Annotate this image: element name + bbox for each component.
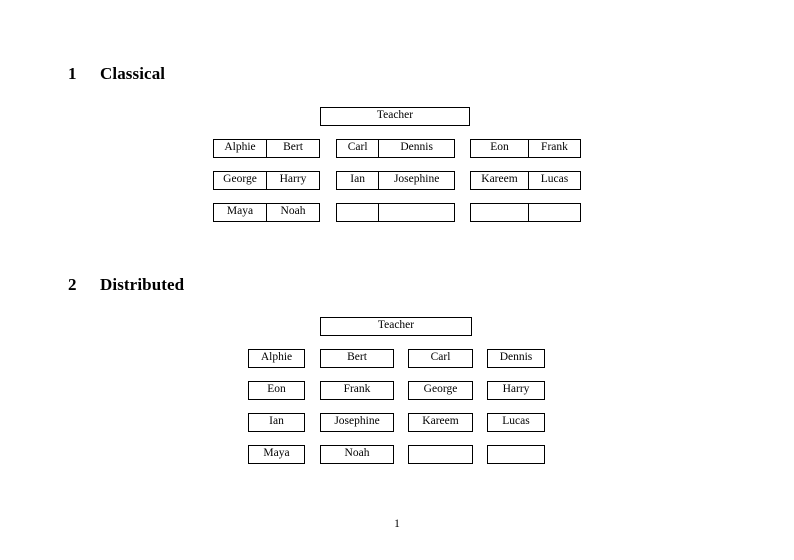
student-cell: George xyxy=(423,383,458,396)
distributed-node-box[interactable]: Alphie xyxy=(248,349,305,368)
distributed-node-box-empty[interactable] xyxy=(487,445,545,464)
student-cell: Noah xyxy=(344,447,370,460)
student-cell: Lucas xyxy=(502,415,530,428)
distributed-node-box[interactable]: Bert xyxy=(320,349,394,368)
classical-group-box[interactable]: Ian Josephine xyxy=(336,171,455,190)
student-cell: Lucas xyxy=(527,172,580,189)
classical-group-box[interactable]: Eon Frank xyxy=(470,139,581,158)
student-cell: Bert xyxy=(266,140,319,157)
student-cell: Frank xyxy=(343,383,371,396)
classical-group-box-empty[interactable] xyxy=(470,203,581,222)
distributed-node-box[interactable]: George xyxy=(408,381,473,400)
distributed-node-box[interactable]: Josephine xyxy=(320,413,394,432)
student-cell: Kareem xyxy=(481,173,518,186)
student-cell: Carl xyxy=(347,141,368,154)
section-number: 1 xyxy=(68,64,77,83)
student-cell: Harry xyxy=(502,383,530,396)
distributed-node-box-empty[interactable] xyxy=(408,445,473,464)
student-cell: Noah xyxy=(266,204,319,221)
student-cell: Harry xyxy=(266,172,319,189)
classical-group-box[interactable]: Maya Noah xyxy=(213,203,320,222)
student-cell: Dennis xyxy=(499,351,533,364)
classical-group-box[interactable]: Kareem Lucas xyxy=(470,171,581,190)
section-number: 2 xyxy=(68,275,77,294)
classical-group-box[interactable]: Carl Dennis xyxy=(336,139,455,158)
section-heading-distributed: 2 Distributed xyxy=(68,276,184,293)
student-cell: Maya xyxy=(226,205,254,218)
student-cell: Ian xyxy=(269,415,284,428)
classical-group-box[interactable]: Alphie Bert xyxy=(213,139,320,158)
student-cell: Ian xyxy=(350,173,365,186)
distributed-node-box[interactable]: Lucas xyxy=(487,413,545,432)
distributed-node-box[interactable]: Ian xyxy=(248,413,305,432)
student-cell-empty xyxy=(337,204,378,221)
student-cell: Josephine xyxy=(334,415,380,428)
student-cell: Alphie xyxy=(224,141,256,154)
classical-group-box[interactable]: George Harry xyxy=(213,171,320,190)
student-cell: Carl xyxy=(430,351,451,364)
classical-group-box-empty[interactable] xyxy=(336,203,455,222)
student-cell: Josephine xyxy=(378,172,454,189)
student-cell-empty xyxy=(471,204,528,221)
section-title: Classical xyxy=(100,64,166,83)
student-cell: Eon xyxy=(267,383,286,396)
student-cell: Maya xyxy=(263,447,290,460)
distributed-teacher-box[interactable]: Teacher xyxy=(320,317,472,336)
distributed-node-box[interactable]: Frank xyxy=(320,381,394,400)
section-title: Distributed xyxy=(100,275,185,294)
distributed-node-box[interactable]: Maya xyxy=(248,445,305,464)
student-cell: Dennis xyxy=(378,140,454,157)
student-cell: George xyxy=(223,173,257,186)
page-number: 1 xyxy=(394,518,400,530)
distributed-node-box[interactable]: Harry xyxy=(487,381,545,400)
student-cell-empty xyxy=(378,204,454,221)
distributed-node-box[interactable]: Carl xyxy=(408,349,473,368)
distributed-node-box[interactable]: Kareem xyxy=(408,413,473,432)
student-cell-empty xyxy=(488,446,544,463)
distributed-node-box[interactable]: Dennis xyxy=(487,349,545,368)
distributed-node-box[interactable]: Noah xyxy=(320,445,394,464)
student-cell-empty xyxy=(409,446,472,463)
section-heading-classical: 1 Classical xyxy=(68,65,165,82)
teacher-label: Teacher xyxy=(377,319,415,332)
student-cell-empty xyxy=(527,204,580,221)
teacher-label: Teacher xyxy=(376,109,414,122)
student-cell: Eon xyxy=(490,141,509,154)
classical-teacher-box[interactable]: Teacher xyxy=(320,107,470,126)
distributed-node-box[interactable]: Eon xyxy=(248,381,305,400)
student-cell: Alphie xyxy=(260,351,293,364)
student-cell: Frank xyxy=(527,140,580,157)
student-cell: Kareem xyxy=(422,415,459,428)
student-cell: Bert xyxy=(347,351,367,364)
